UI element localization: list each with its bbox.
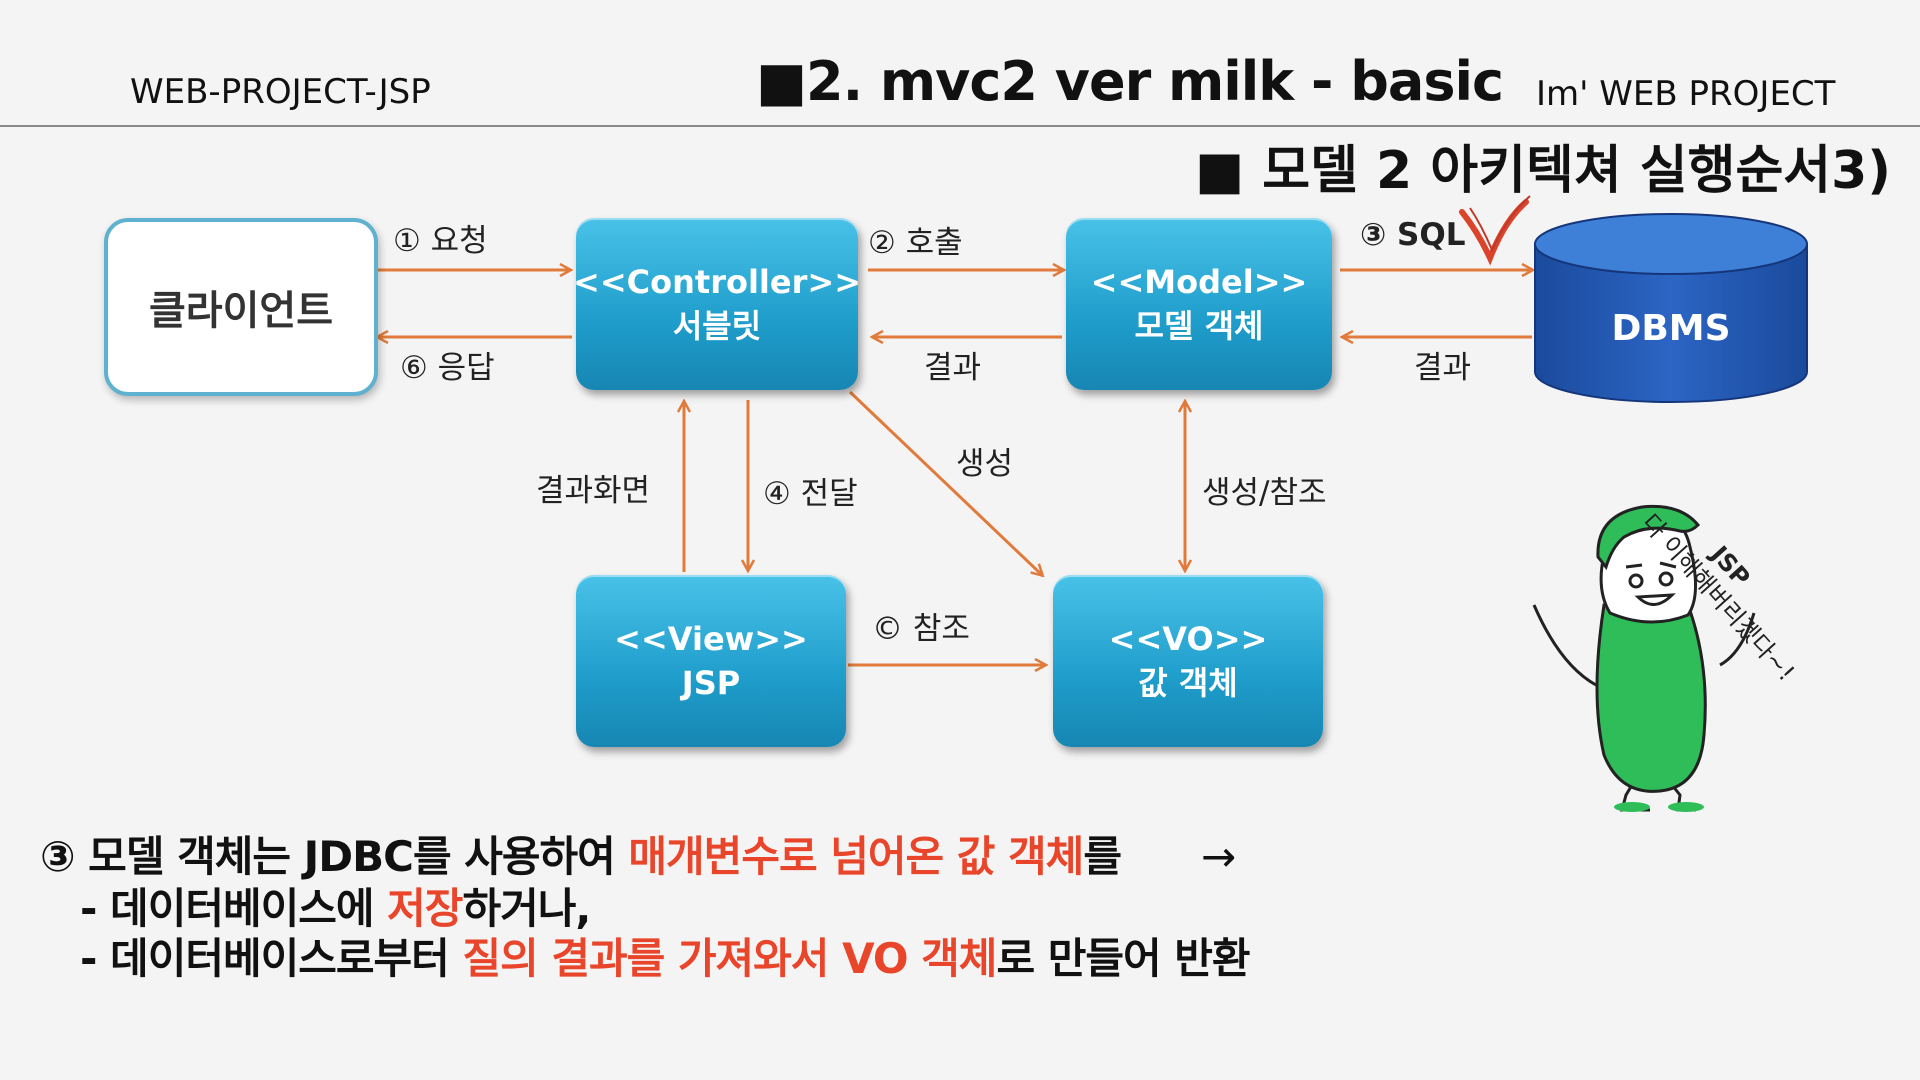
view-stereotype: <<View>> [614, 620, 808, 658]
client-box: 클라이언트 [104, 218, 378, 396]
vo-stereotype: <<VO>> [1108, 620, 1268, 658]
controller-stereotype: <<Controller>> [573, 263, 861, 301]
footnote-1-highlight: 매개변수로 넘어온 값 객체 [628, 832, 1084, 881]
slide-title: ■2. mvc2 ver milk - basic [756, 50, 1504, 113]
header-left-title: WEB-PROJECT-JSP [130, 72, 431, 112]
footnote-1-c: 를 [1083, 832, 1122, 881]
footnote-2-c: 하거나, [462, 884, 591, 933]
model-name: 모델 객체 [1134, 307, 1264, 345]
footnote-line-1: ③ 모델 객체는 JDBC를 사용하여 매개변수로 넘어온 값 객체를 → [40, 823, 1236, 884]
view-name: JSP [681, 664, 741, 702]
view-box: <<View>> JSP [576, 575, 846, 747]
label-create: 생성 [956, 446, 1014, 482]
model-box: <<Model>> 모델 객체 [1066, 218, 1332, 390]
header-divider [0, 125, 1920, 127]
character-illustration [1532, 504, 1756, 812]
label-sql: ③ SQL [1360, 217, 1466, 253]
dbms-cylinder [1534, 213, 1808, 403]
footnote-2-highlight: 저장 [387, 884, 463, 933]
arrow-create [848, 390, 1042, 575]
footnote-line-3: - 데이터베이스로부터 질의 결과를 가져와서 VO 객체로 만들어 반환 [80, 925, 1251, 986]
label-result-model: 결과 [1414, 350, 1472, 386]
slide-subtitle: ■ 모델 2 아키텍쳐 실행순서3) [1195, 141, 1892, 201]
label-result-screen: 결과화면 [536, 473, 651, 509]
footnote-2-a: - 데이터베이스에 [80, 884, 388, 933]
label-response: ⑥ 응답 [400, 350, 495, 386]
label-request: ① 요청 [393, 223, 488, 259]
label-create-ref: 생성/참조 [1202, 475, 1327, 511]
footnote-1-a: ③ 모델 객체는 JDBC를 사용하여 [40, 832, 629, 881]
dbms-label: DBMS [1611, 308, 1731, 349]
header-right-title: Im' WEB PROJECT [1536, 74, 1836, 114]
vo-box: <<VO>> 값 객체 [1053, 575, 1323, 747]
footnote-3-a: - 데이터베이스로부터 [80, 934, 463, 983]
label-result-controller: 결과 [924, 350, 982, 386]
label-reference: © 참조 [872, 611, 970, 647]
footnote-line-2: - 데이터베이스에 저장하거나, [80, 875, 591, 936]
vo-name: 값 객체 [1138, 664, 1238, 702]
model-stereotype: <<Model>> [1090, 263, 1308, 301]
controller-box: <<Controller>> 서블릿 [573, 218, 861, 390]
controller-name: 서블릿 [672, 307, 762, 345]
label-forward: ④ 전달 [763, 476, 858, 512]
footnote-arrow: → [1200, 832, 1236, 881]
footnote-3-highlight: 질의 결과를 가져와서 VO 객체 [462, 934, 997, 983]
label-call: ② 호출 [868, 225, 963, 261]
footnote-3-c: 로 만들어 반환 [996, 934, 1250, 983]
